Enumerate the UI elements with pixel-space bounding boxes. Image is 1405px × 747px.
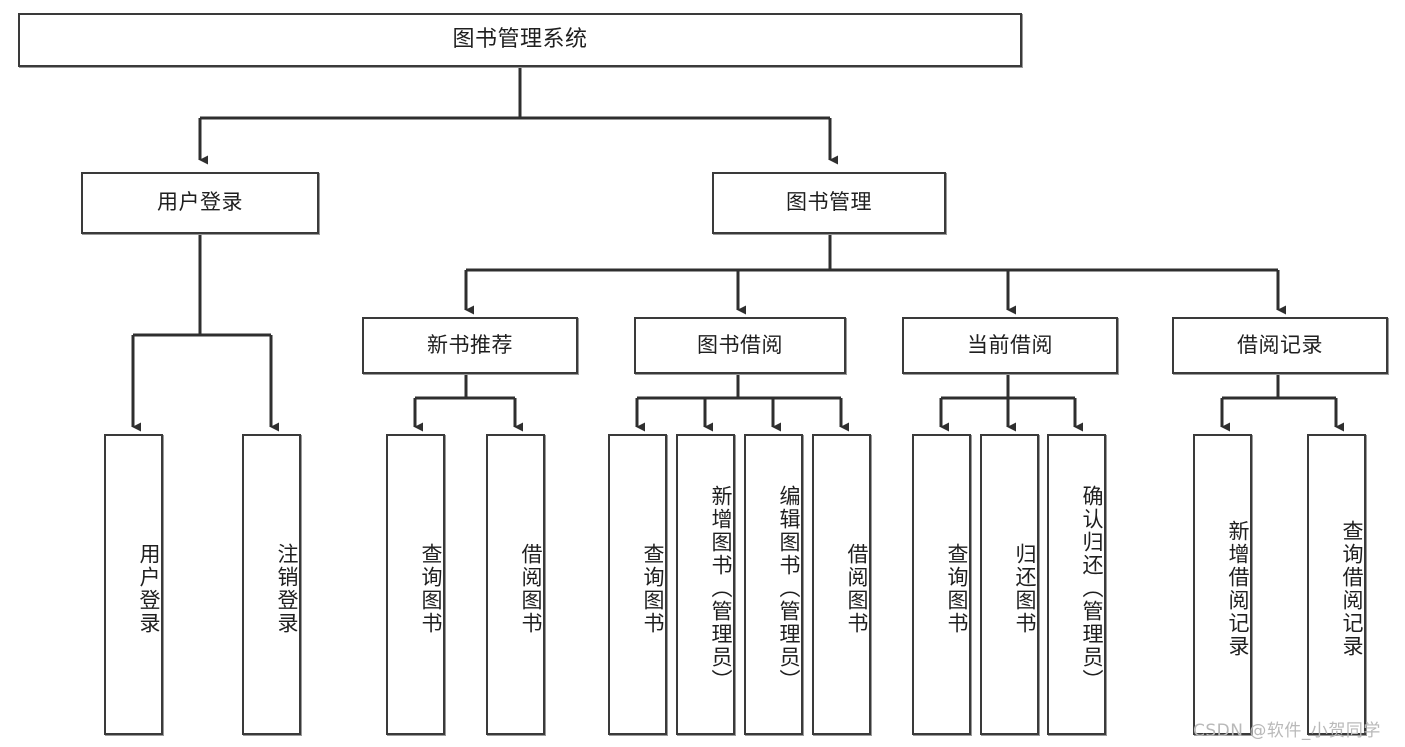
leaf-borrow-book-2[interactable]: 借阅图书 — [812, 434, 871, 735]
node-book-management-label: 图书管理 — [786, 190, 872, 215]
leaf-confirm-return-admin[interactable]: 确认归还（管理员） — [1047, 434, 1106, 735]
leaf-logout-login-label: 注销登录 — [275, 542, 299, 635]
leaf-query-book-2[interactable]: 查询图书 — [608, 434, 667, 735]
node-borrow-record[interactable]: 借阅记录 — [1172, 317, 1388, 374]
node-new-book-recommend[interactable]: 新书推荐 — [362, 317, 578, 374]
leaf-borrow-book-1-label: 借阅图书 — [519, 542, 543, 635]
leaf-edit-book-admin[interactable]: 编辑图书（管理员） — [744, 434, 803, 735]
leaf-user-login-label: 用户登录 — [137, 542, 161, 635]
node-book-borrow[interactable]: 图书借阅 — [634, 317, 846, 374]
leaf-return-book[interactable]: 归还图书 — [980, 434, 1039, 735]
node-current-borrow-label: 当前借阅 — [967, 332, 1053, 357]
leaf-user-login[interactable]: 用户登录 — [104, 434, 163, 735]
leaf-query-borrow-record-label: 查询借阅记录 — [1340, 519, 1364, 658]
leaf-borrow-book-1[interactable]: 借阅图书 — [486, 434, 545, 735]
leaf-borrow-book-2-label: 借阅图书 — [845, 542, 869, 635]
node-current-borrow[interactable]: 当前借阅 — [902, 317, 1118, 374]
node-user-login[interactable]: 用户登录 — [81, 172, 319, 234]
leaf-add-borrow-record[interactable]: 新增借阅记录 — [1193, 434, 1252, 735]
node-root-label: 图书管理系统 — [452, 26, 588, 52]
node-new-book-recommend-label: 新书推荐 — [427, 332, 513, 357]
leaf-query-book-2-label: 查询图书 — [641, 542, 665, 635]
leaf-confirm-return-admin-label: 确认归还（管理员） — [1080, 485, 1104, 692]
leaf-query-book-3-label: 查询图书 — [945, 542, 969, 635]
node-book-management[interactable]: 图书管理 — [712, 172, 946, 234]
leaf-add-book-admin-label: 新增图书（管理员） — [709, 485, 733, 692]
leaf-query-borrow-record[interactable]: 查询借阅记录 — [1307, 434, 1366, 735]
leaf-add-borrow-record-label: 新增借阅记录 — [1226, 519, 1250, 658]
leaf-edit-book-admin-label: 编辑图书（管理员） — [777, 485, 801, 692]
node-user-login-label: 用户登录 — [157, 190, 243, 215]
leaf-query-book-3[interactable]: 查询图书 — [912, 434, 971, 735]
node-borrow-record-label: 借阅记录 — [1237, 332, 1323, 357]
node-root-system[interactable]: 图书管理系统 — [18, 13, 1022, 67]
leaf-return-book-label: 归还图书 — [1013, 542, 1037, 635]
leaf-logout-login[interactable]: 注销登录 — [242, 434, 301, 735]
csdn-watermark: CSDN @软件_小贺同学 — [1193, 721, 1381, 741]
leaf-add-book-admin[interactable]: 新增图书（管理员） — [676, 434, 735, 735]
leaf-query-book-1-label: 查询图书 — [419, 542, 443, 635]
leaf-query-book-1[interactable]: 查询图书 — [386, 434, 445, 735]
node-book-borrow-label: 图书借阅 — [697, 332, 783, 357]
